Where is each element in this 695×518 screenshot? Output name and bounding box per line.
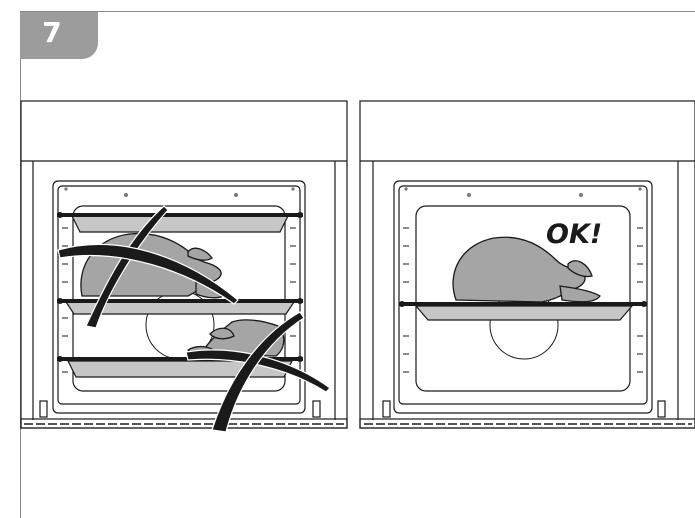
right-rail-ticks xyxy=(637,228,643,372)
left-rail-ticks xyxy=(403,228,409,372)
right-hinge xyxy=(658,401,665,417)
left-hinge xyxy=(383,401,390,417)
single-tray xyxy=(399,301,647,320)
ok-label: OK! xyxy=(546,219,602,250)
